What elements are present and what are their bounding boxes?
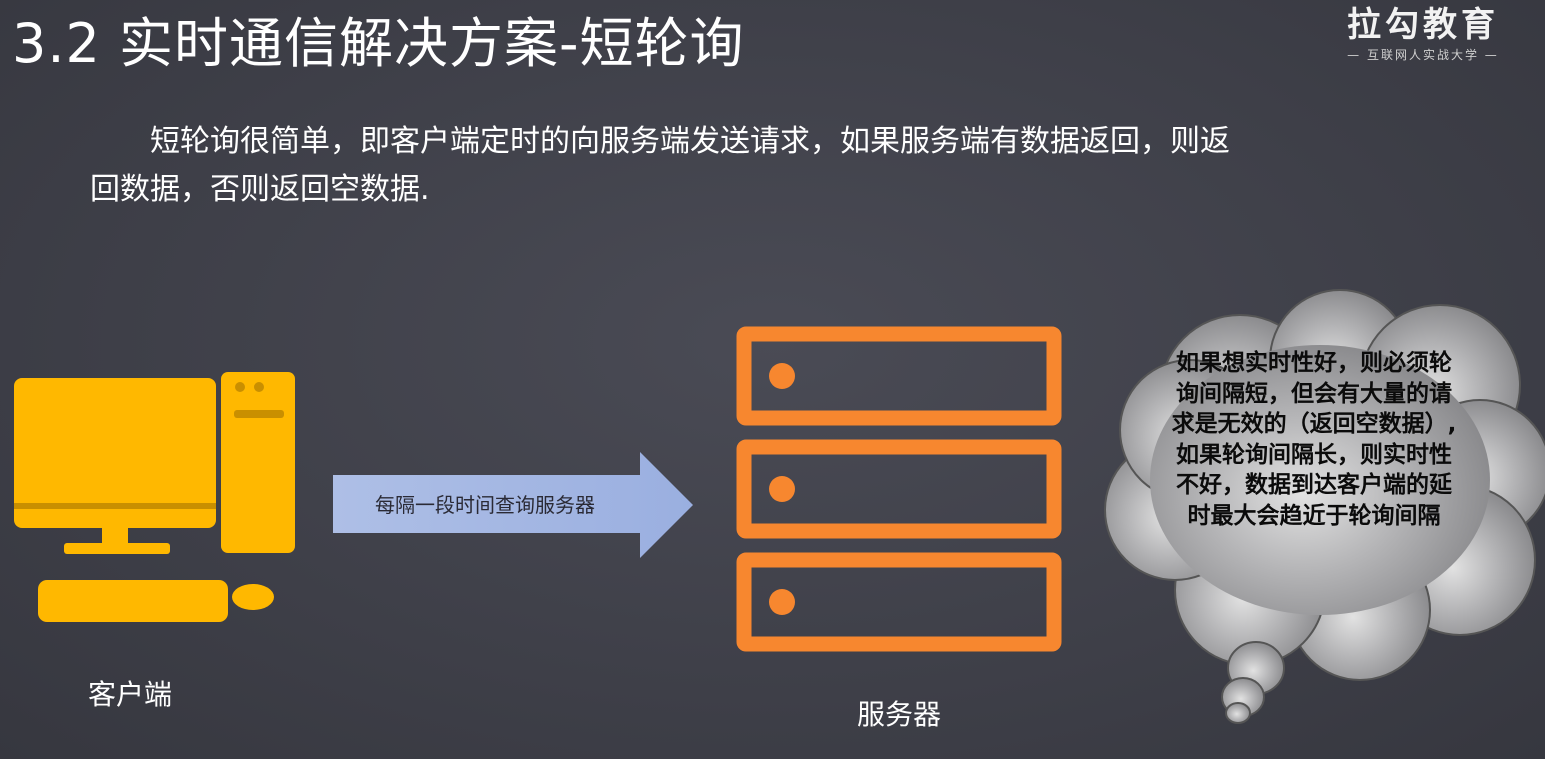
slide-title: 3.2 实时通信解决方案-短轮询 [12,12,745,75]
server-rack-icon [736,326,1062,652]
client-label: 客户端 [88,678,173,711]
cloud-note-text: 如果想实时性好，则必须轮询间隔短，但会有大量的请求是无效的（返回空数据）,如果轮… [1171,350,1457,529]
server-label: 服务器 [857,698,942,731]
request-arrow [333,452,693,558]
brand-name: 拉勾教育 [1347,5,1499,45]
brand-logo: 拉勾教育 — 互联网人实战大学 — [1338,4,1508,64]
thought-cloud [1104,289,1545,724]
arrow-label: 每隔一段时间查询服务器 [375,493,595,517]
description-line-2: 回数据，否则返回空数据. [90,172,430,207]
description-paragraph: 短轮询很简单，即客户端定时的向服务端发送请求，如果服务端有数据返回，则返 回数据… [90,118,1390,214]
client-computer-icon [14,372,295,622]
brand-slogan: — 互联网人实战大学 — [1347,48,1499,62]
description-line-1: 短轮询很简单，即客户端定时的向服务端发送请求，如果服务端有数据返回，则返 [150,124,1230,159]
